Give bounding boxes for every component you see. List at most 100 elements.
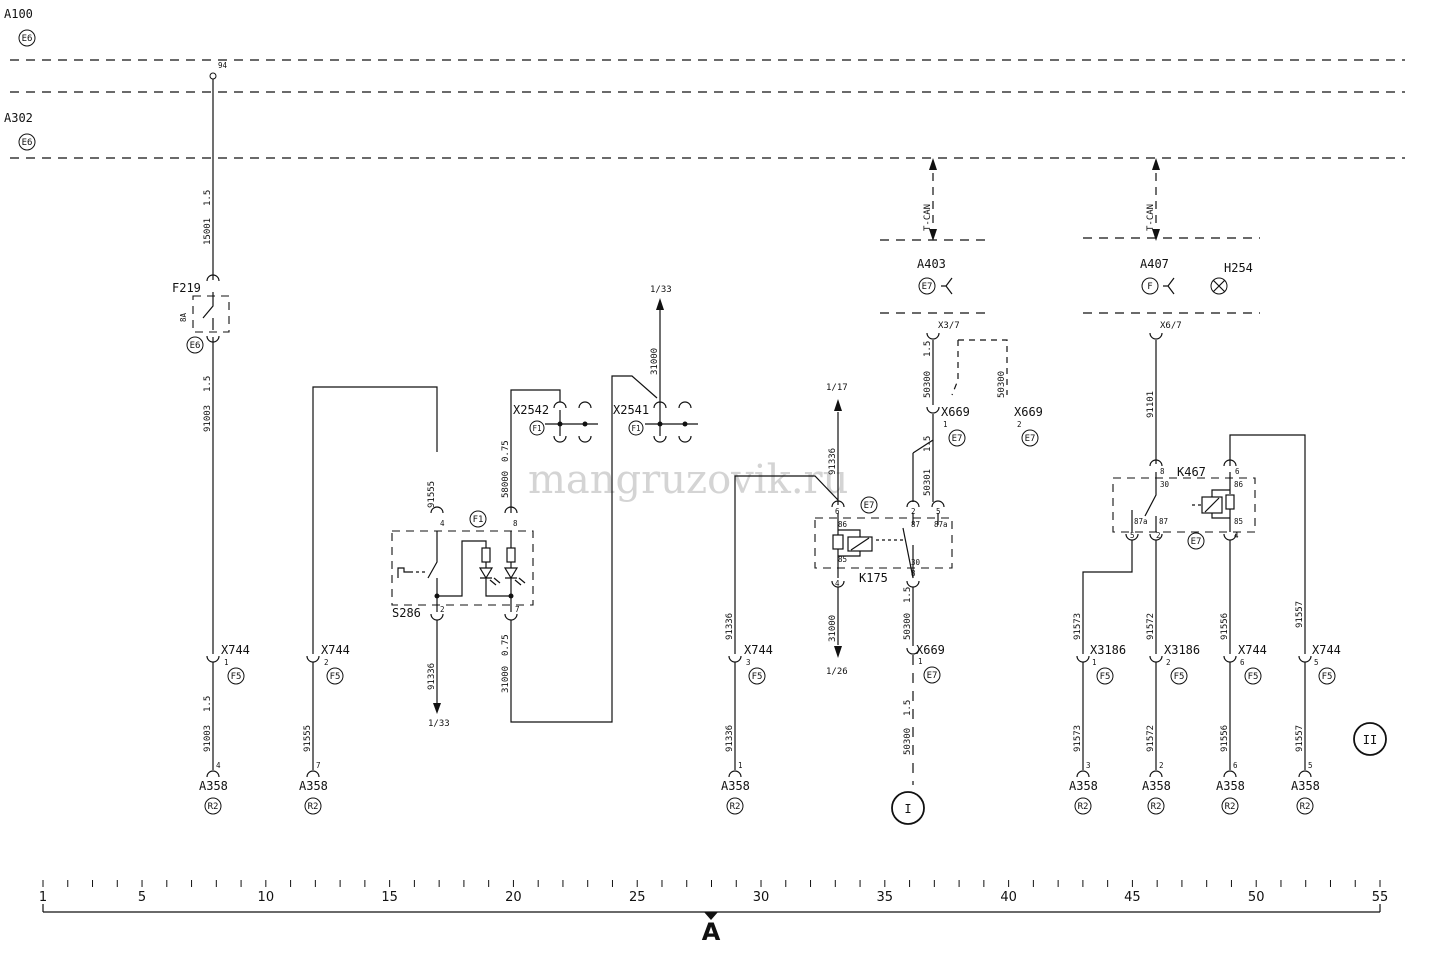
- led-rays: [514, 577, 526, 586]
- location-code: E7: [952, 434, 963, 444]
- arrow-down: [834, 646, 842, 658]
- location-code: E7: [1191, 537, 1202, 547]
- junction-dot: [582, 421, 588, 427]
- connector-label-x744: X744: [744, 643, 773, 657]
- wire-cross-section: 1.5: [903, 700, 913, 716]
- pin-label: 2: [1159, 761, 1164, 770]
- connector-label-x744: X744: [1312, 643, 1341, 657]
- arrow-up: [929, 158, 937, 170]
- location-code: R2: [1078, 802, 1089, 812]
- connector-cup: [504, 613, 518, 621]
- pin-label: 2: [324, 658, 329, 667]
- connector-label-x3186: X3186: [1090, 643, 1126, 657]
- connector-label-a358: A358: [1291, 779, 1320, 793]
- pin-label: 4: [216, 761, 221, 770]
- pin-label: 30: [1160, 480, 1170, 489]
- connector-cups: [553, 401, 592, 443]
- wire-label: 91556: [1220, 613, 1230, 640]
- pin-label: 7: [316, 761, 321, 770]
- connector-cup: [206, 770, 220, 778]
- connector-label-a358: A358: [1069, 779, 1098, 793]
- wire-label: 91557: [1295, 601, 1305, 628]
- connector-label-x37: X3/7: [938, 321, 960, 331]
- wire-label: 91556: [1220, 725, 1230, 752]
- pin-label: 2: [911, 507, 916, 516]
- relay-resistor: [832, 534, 844, 550]
- wire-label: 50300: [997, 371, 1007, 398]
- switch-contact: [427, 531, 438, 612]
- location-code: E6: [22, 34, 33, 44]
- ruler-label: 15: [381, 890, 398, 905]
- connector-label-x669: X669: [1014, 405, 1043, 419]
- location-code: F1: [631, 424, 640, 433]
- location-circle: [469, 510, 487, 528]
- wire-cross-section: 1.5: [923, 341, 933, 357]
- pin-label: 94: [218, 61, 228, 70]
- output-column-91572: 91572 X3186 2 F5 91572 2 A358 R2: [1142, 540, 1200, 815]
- component-label-s286: S286: [392, 606, 421, 620]
- pin-label: 85: [1234, 517, 1243, 526]
- location-circle: [860, 496, 878, 514]
- connector-label-x2541: X2541: [613, 403, 649, 417]
- location-code: E6: [190, 341, 201, 351]
- connector-label-a358: A358: [199, 779, 228, 793]
- connector-label-a358: A358: [1216, 779, 1245, 793]
- can-label: T-CAN: [923, 204, 933, 231]
- pin-label: 4: [1234, 531, 1239, 540]
- page-ref: 1/26: [826, 667, 848, 677]
- wire-label: 91336: [828, 448, 838, 475]
- wire-cross-section: 0.75: [501, 440, 511, 462]
- pin-label: 5: [936, 507, 941, 516]
- wire-label: 91336: [725, 613, 735, 640]
- pin-label: 87a: [1134, 517, 1148, 526]
- connector-label-x744: X744: [1238, 643, 1267, 657]
- ruler-label: 35: [877, 890, 894, 905]
- module-a403: T-CAN A403 E7 X3/7 50300 1.5 X669 1 E7 1…: [880, 158, 1043, 502]
- arrow-up: [834, 399, 842, 411]
- page-ref: 1/33: [650, 285, 672, 295]
- fuse-symbol: [202, 292, 214, 330]
- connector-cup: [728, 655, 742, 663]
- location-circle: [186, 336, 204, 354]
- pin-label: 6: [1233, 761, 1238, 770]
- location-circle: [1141, 277, 1159, 295]
- connector-symbol: [941, 277, 953, 295]
- page-ref: 1/17: [826, 383, 848, 393]
- connector-cup: [1223, 459, 1237, 467]
- wire-91555-loop: [312, 386, 438, 654]
- wire-cross-section: 1.5: [923, 436, 933, 452]
- wire-cross-section: 1.5: [203, 190, 213, 206]
- connector-label-x669: X669: [941, 405, 970, 419]
- location-code: E7: [864, 501, 875, 511]
- location-circle: [326, 667, 344, 685]
- pin-label: 1: [918, 657, 923, 666]
- pin-label: 1: [943, 420, 948, 429]
- wire-cross-section: 1.5: [203, 376, 213, 392]
- wire-label: 31000: [828, 615, 838, 642]
- resistor: [481, 547, 491, 563]
- connector-cup: [926, 406, 940, 414]
- wire-cross-section: 1.5: [903, 587, 913, 603]
- fuse-box: [192, 295, 230, 333]
- connector-cup: [1149, 332, 1163, 340]
- connector-cup: [1149, 655, 1163, 663]
- connector-cup: [906, 580, 920, 588]
- pin-label: 86: [1234, 480, 1244, 489]
- led-indicator: [478, 562, 511, 597]
- wire-31000: [510, 375, 658, 723]
- connector-cup: [1223, 770, 1237, 778]
- wire-label: 91003: [203, 405, 213, 432]
- location-circle: [918, 277, 936, 295]
- ruler-label: 30: [753, 890, 770, 905]
- pin-label: 5: [1130, 531, 1135, 540]
- relay-k467: 8 K467 6 30 86 85 87a 87 E7 5 2 4: [1112, 434, 1306, 654]
- arrow-up: [1152, 158, 1160, 170]
- relay-contact: [1131, 472, 1157, 532]
- pin-label: 85: [838, 555, 847, 564]
- wire-label: 91555: [427, 481, 437, 508]
- wire-label: 91572: [1146, 613, 1156, 640]
- location-code: F5: [330, 672, 341, 682]
- bus-label-a100: A100: [4, 7, 33, 21]
- junction-dot: [657, 421, 663, 427]
- ruler-label: 55: [1372, 890, 1389, 905]
